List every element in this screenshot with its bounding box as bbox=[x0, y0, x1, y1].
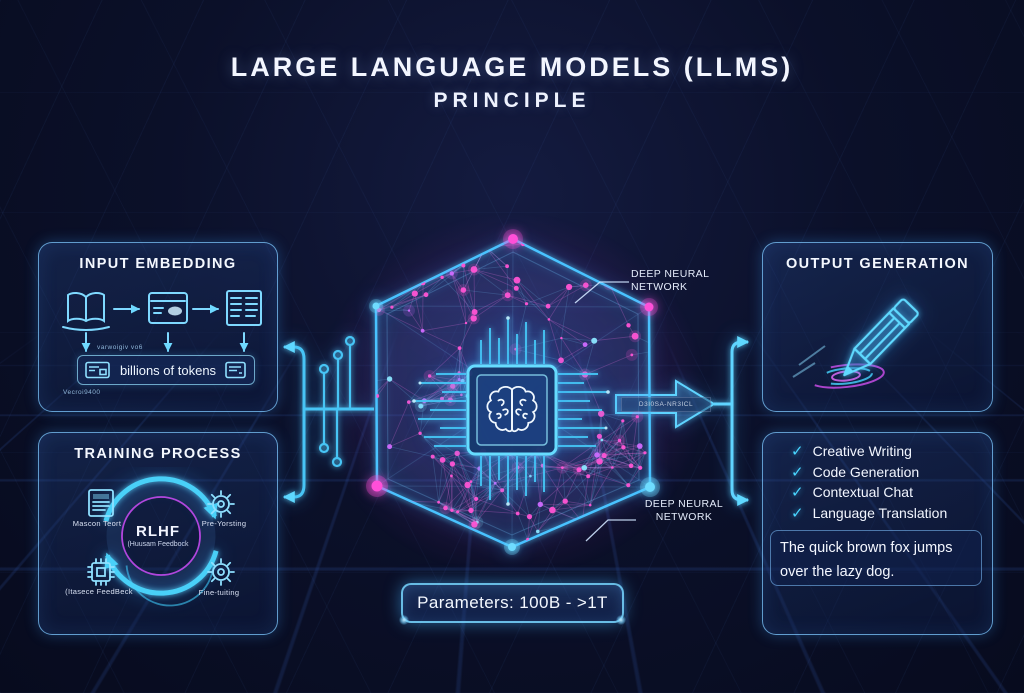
ink-swirl bbox=[807, 363, 885, 389]
input-embedding-panel: INPUT EMBEDDING bbox=[38, 242, 278, 412]
training-step-label: (Itasece FeedBeck bbox=[65, 587, 133, 596]
capabilities-list: ✓Creative Writing ✓Code Generation ✓Cont… bbox=[763, 433, 992, 523]
token-list-icon bbox=[226, 290, 262, 326]
document-icon bbox=[88, 489, 114, 517]
training-process-title: TRAINING PROCESS bbox=[74, 446, 242, 462]
embedding-note-top: varwoigiv vo6 bbox=[97, 344, 143, 351]
capability-item: ✓Contextual Chat bbox=[791, 484, 913, 502]
brain-chip bbox=[466, 364, 558, 456]
subtitle: PRINCIPLE bbox=[433, 89, 591, 112]
check-icon: ✓ bbox=[791, 463, 804, 481]
cycle-arrows bbox=[103, 476, 219, 596]
deep-neural-network-label-bottom: DEEP NEURAL NETWORK bbox=[644, 498, 724, 523]
parameters-box: Parameters: 100B - >1T bbox=[399, 583, 626, 625]
token-card-icon bbox=[85, 361, 110, 379]
main-title: LARGE LANGUAGE MODELS (LLMS) bbox=[230, 52, 794, 82]
deep-neural-network-label-top: DEEP NEURAL NETWORK bbox=[631, 268, 709, 293]
gear-icon bbox=[207, 558, 235, 586]
token-bar-label: billions of tokens bbox=[119, 362, 217, 378]
gear-icon bbox=[207, 490, 235, 518]
rlhf-ring bbox=[121, 496, 201, 576]
check-icon: ✓ bbox=[791, 484, 804, 502]
capability-item: ✓Language Translation bbox=[791, 504, 948, 522]
token-bar: billions of tokens bbox=[77, 355, 255, 385]
capability-item: ✓Code Generation bbox=[791, 463, 920, 481]
pencil-icon bbox=[843, 298, 919, 377]
sample-output-box: The quick brown fox jumps over the lazy … bbox=[770, 530, 982, 586]
capabilities-panel: ✓Creative Writing ✓Code Generation ✓Cont… bbox=[762, 432, 993, 635]
training-step-label: Mascon Teort bbox=[72, 519, 122, 528]
training-step-label: Pre-Yorsting bbox=[201, 519, 247, 528]
embedding-flow-icons bbox=[62, 290, 262, 352]
training-process-panel: TRAINING PROCESS bbox=[38, 432, 278, 635]
left-connector bbox=[282, 335, 374, 503]
vertex-nodes bbox=[366, 229, 660, 555]
output-arrow bbox=[615, 379, 716, 429]
speed-lines bbox=[792, 345, 826, 378]
embedding-note-bottom: Vecroi9400 bbox=[63, 389, 101, 396]
header: LARGE LANGUAGE MODELS (LLMS) PRINCIPLE bbox=[0, 52, 1024, 113]
pointer-lines bbox=[574, 281, 636, 542]
capability-item: ✓Creative Writing bbox=[791, 443, 912, 461]
right-connector bbox=[615, 336, 750, 506]
chip-icon bbox=[87, 558, 115, 586]
training-step-label: Fine-tuiting bbox=[198, 588, 240, 597]
output-generation-title: OUTPUT GENERATION bbox=[785, 256, 970, 272]
token-calc-icon bbox=[225, 361, 246, 379]
pencil-graphic bbox=[792, 298, 919, 389]
card-blob-icon bbox=[148, 292, 188, 324]
check-icon: ✓ bbox=[791, 443, 804, 461]
cycle-ring bbox=[106, 481, 216, 591]
input-embedding-title: INPUT EMBEDDING bbox=[79, 256, 237, 272]
parameters-label: Parameters: 100B - >1T bbox=[417, 593, 608, 612]
check-icon: ✓ bbox=[791, 504, 804, 522]
training-cycle-graphic bbox=[87, 476, 235, 607]
output-generation-panel: OUTPUT GENERATION bbox=[762, 242, 993, 412]
brain-icon bbox=[486, 386, 538, 433]
arrow-code-text: D3I0SA-NR3ICL bbox=[621, 397, 711, 412]
chip-traces bbox=[412, 316, 610, 506]
open-book-icon bbox=[62, 291, 110, 331]
